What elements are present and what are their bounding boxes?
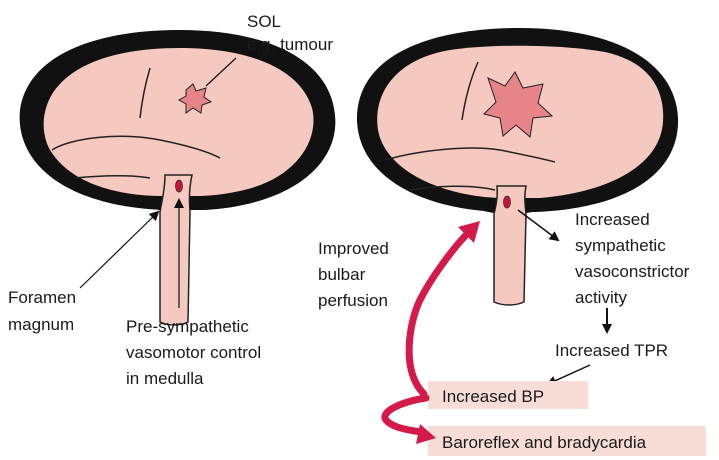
improved-label-2: bulbar bbox=[318, 265, 366, 284]
sympathetic-label-1: Increased bbox=[575, 210, 650, 229]
foramen-pointer-arrow bbox=[80, 212, 158, 288]
right-vasomotor-nucleus bbox=[504, 196, 511, 208]
sol-label-1: SOL bbox=[247, 12, 281, 31]
improved-label-1: Improved bbox=[318, 239, 389, 258]
sympathetic-label-2: sympathetic bbox=[575, 236, 666, 255]
sol-label-2: e.g. tumour bbox=[247, 35, 333, 54]
foramen-label-2: magnum bbox=[8, 315, 74, 334]
sympathetic-label-4: activity bbox=[575, 288, 627, 307]
sympathetic-label-3: vasoconstrictor bbox=[575, 262, 690, 281]
bp-label: Increased BP bbox=[442, 387, 544, 406]
presym-label-1: Pre-sympathetic bbox=[126, 317, 249, 336]
baroreflex-label: Baroreflex and bradycardia bbox=[442, 433, 647, 452]
foramen-label-1: Foramen bbox=[8, 288, 76, 307]
left-vasomotor-nucleus bbox=[176, 180, 183, 192]
presym-label-3: in medulla bbox=[126, 369, 204, 388]
left-brain bbox=[44, 48, 314, 196]
left-brain-figure bbox=[20, 30, 336, 325]
left-brainstem bbox=[160, 175, 192, 325]
right-skull-edge-l bbox=[484, 209, 494, 211]
left-skull-edge-r bbox=[190, 206, 205, 208]
feedback-arrow-up-shaft bbox=[409, 235, 466, 394]
right-skull-edge-r bbox=[526, 209, 538, 211]
presym-label-2: vasomotor control bbox=[126, 343, 261, 362]
tpr-label: Increased TPR bbox=[555, 341, 668, 360]
left-skull-edge-l bbox=[150, 206, 160, 208]
improved-label-3: perfusion bbox=[318, 291, 388, 310]
